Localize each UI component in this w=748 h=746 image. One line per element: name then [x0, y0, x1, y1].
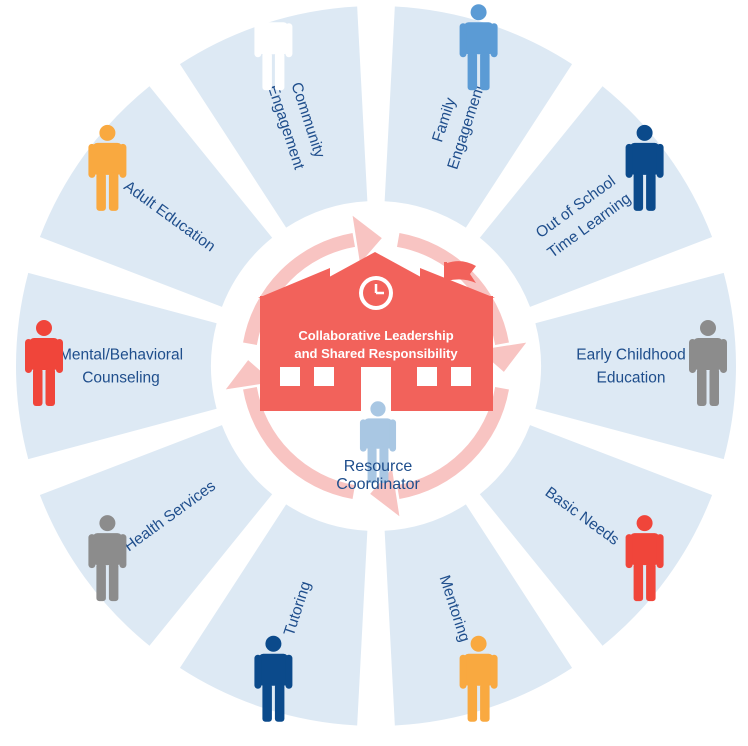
resource-coordinator: Resource Coordinator	[336, 401, 420, 493]
segment-wedge	[39, 86, 273, 307]
segment-wedge	[384, 6, 573, 228]
segment-wedge	[179, 504, 368, 726]
segment-wedge	[535, 272, 736, 460]
segment-label-line: Education	[597, 370, 666, 387]
segment-out-of-school-time-learning: Out of SchoolTime Learning	[479, 86, 713, 307]
cycle-arc	[243, 233, 356, 346]
segment-adult-education: Adult Education	[39, 86, 273, 307]
segment-wedge	[479, 86, 713, 307]
segment-community-engagement: CommunityEngagement	[179, 6, 368, 228]
segment-label-line: Mental/Behavioral	[59, 347, 183, 364]
segment-family-engagement: FamilyEngagement	[384, 6, 573, 228]
cycle-arrowhead	[352, 215, 382, 264]
cycle-arc	[396, 386, 509, 499]
coordinator-label-line2: Coordinator	[336, 476, 420, 493]
segment-mentoring: Mentoring	[384, 504, 573, 726]
segment-label-line: Early Childhood	[576, 347, 685, 364]
segment-wedge	[179, 6, 368, 228]
schoolhouse-icon: Collaborative Leadership and Shared Resp…	[258, 252, 495, 411]
center-title-line2: and Shared Responsibility	[294, 346, 458, 361]
cycle-arc	[243, 386, 356, 499]
center-title-line1: Collaborative Leadership	[298, 328, 453, 343]
coordinator-label-line1: Resource	[344, 458, 413, 475]
segment-tutoring: Tutoring	[179, 504, 368, 726]
segment-wedge	[15, 272, 217, 460]
flag-pole	[444, 262, 447, 302]
segment-wedge	[384, 504, 573, 726]
segment-label-line: Counseling	[82, 370, 160, 387]
flag-icon	[447, 261, 476, 283]
cycle-arrowhead	[370, 468, 400, 517]
